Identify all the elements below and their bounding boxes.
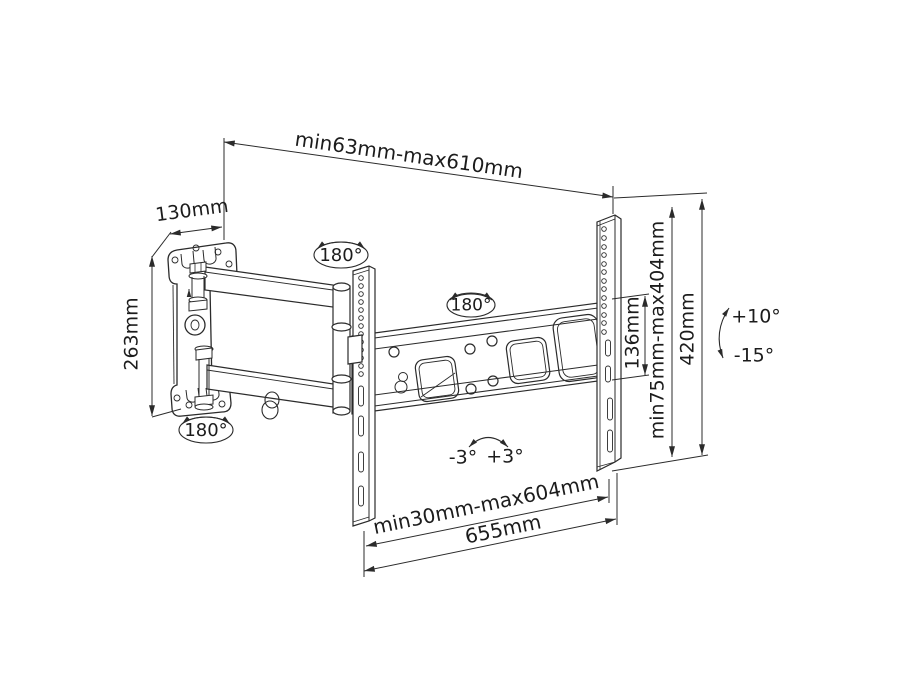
right-rail xyxy=(596,214,622,472)
lower-hinge xyxy=(194,345,214,411)
dim-label-bracket-height: 420mm xyxy=(676,292,699,366)
angle-label-level-right: +3° xyxy=(486,445,524,468)
rail-holes xyxy=(601,226,607,335)
upper-hinge xyxy=(188,261,208,312)
rail-slots xyxy=(605,339,613,453)
wall-plate xyxy=(167,242,238,417)
swivel-arm-indicator xyxy=(446,292,496,318)
crossbar xyxy=(351,302,605,415)
arm-upper-bar xyxy=(204,266,341,309)
angle-label-level-left: -3° xyxy=(448,446,478,469)
pull-ring xyxy=(261,391,280,420)
dim-label-plate-height: 263mm xyxy=(120,297,143,371)
articulating-arm xyxy=(188,261,363,420)
dim-bracket-width xyxy=(363,473,618,572)
left-rail xyxy=(352,265,376,527)
vesa-hole xyxy=(465,383,477,395)
crossbar-cutout xyxy=(414,355,460,403)
arm-pivot-cylinder xyxy=(331,282,352,416)
safety-hook xyxy=(394,372,408,394)
plate-center-boss xyxy=(184,314,206,336)
angle-label-swivel-base: 180° xyxy=(184,420,228,441)
rail-slots xyxy=(358,385,364,507)
angle-label-swivel-arm: 180° xyxy=(450,295,492,316)
vesa-hole xyxy=(388,346,400,358)
level-adjust-arrow xyxy=(468,436,509,448)
plate-screw-holes xyxy=(171,244,233,409)
rail-bracket xyxy=(347,334,363,365)
dimension-lines xyxy=(149,138,709,577)
swivel-wall-indicator xyxy=(313,241,369,269)
dim-label-vesa-vertical: min75mm-max404mm xyxy=(646,220,669,440)
tilt-arrow xyxy=(717,307,730,359)
dim-label-hole-spacing: 136mm xyxy=(621,296,644,370)
angle-label-tilt-up: +10° xyxy=(731,305,781,328)
dim-bracket-height xyxy=(611,192,709,472)
rotation-indicators xyxy=(178,241,730,448)
swivel-base-indicator xyxy=(178,416,234,444)
crossbar-cutout xyxy=(505,336,551,385)
vesa-hole xyxy=(464,343,476,355)
vesa-hole xyxy=(487,375,499,387)
dim-hole-spacing xyxy=(611,293,650,381)
angle-label-swivel-wall: 180° xyxy=(319,245,363,266)
dim-top-extension xyxy=(223,138,614,240)
angle-label-tilt-down: -15° xyxy=(733,344,775,367)
vesa-hole xyxy=(486,335,498,347)
dim-plate-height xyxy=(149,256,182,418)
dim-plate-width xyxy=(151,225,223,258)
